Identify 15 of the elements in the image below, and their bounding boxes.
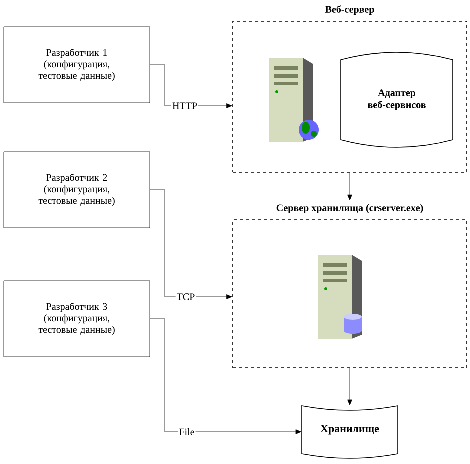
- server-drawing: [318, 255, 362, 339]
- arrow: [150, 318, 302, 434]
- arrow: [150, 190, 232, 300]
- process-box: Разработчик 2 (конфигурация, тестовые данные): [4, 152, 150, 228]
- edge-label: HTTP: [172, 102, 198, 110]
- process-box: Разработчик 3 (конфигурация, тестовые данные): [4, 280, 150, 358]
- arrow: [348, 368, 352, 406]
- storage-drum: Хранилище: [302, 406, 398, 459]
- edge-label: TCP: [176, 292, 196, 302]
- edge-label: File: [178, 428, 196, 437]
- arrow: [348, 172, 352, 201]
- process-box: Разработчик 1 (конфигурация, тестовые данные): [4, 26, 150, 104]
- group-title: Сервер хранилища (crserver.exe): [276, 204, 424, 214]
- server-drawing: [269, 58, 319, 142]
- group-title: Веб-сервер: [325, 6, 374, 15]
